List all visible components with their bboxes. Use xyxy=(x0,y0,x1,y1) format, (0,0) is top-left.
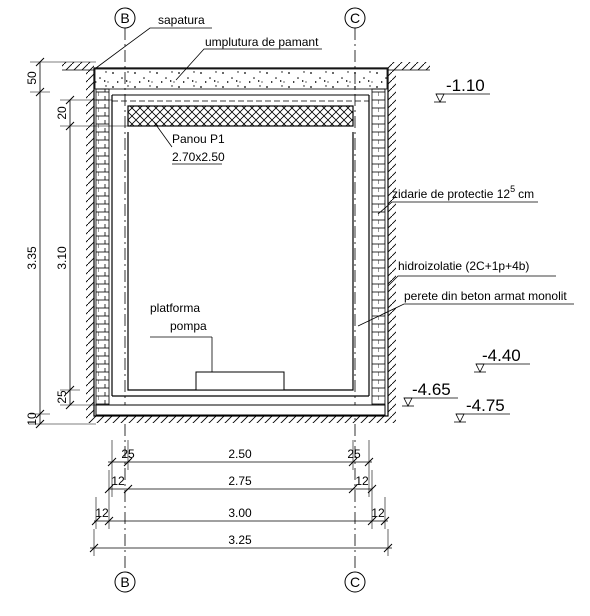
level-excavation: -4.75 xyxy=(454,396,510,423)
concrete-walls xyxy=(111,94,370,397)
leader-umplutura xyxy=(175,48,322,81)
label-panou-size: 2.70x2.50 xyxy=(172,150,225,164)
earth-fill-layer xyxy=(94,68,388,90)
level-excavation-value: -4.75 xyxy=(466,396,505,415)
label-umplutura: umplutura de pamant xyxy=(205,35,319,49)
hdim-row-3: 12 3.00 12 xyxy=(91,497,390,529)
vdim-inner-1: 20 xyxy=(55,106,69,120)
leader-hidroizolatie xyxy=(387,275,556,287)
label-hidroizolatie: hidroizolatie (2C+1p+4b) xyxy=(398,259,529,273)
leader-perete xyxy=(357,303,574,327)
level-slab-bottom: -4.65 xyxy=(402,380,458,407)
hdim-row-2: 12 2.75 12 xyxy=(104,470,377,497)
hdim-row1-left: 25 xyxy=(121,447,135,461)
axis-b-bottom-label: B xyxy=(120,574,129,590)
panel-p1 xyxy=(127,105,354,127)
level-slab-bottom-value: -4.65 xyxy=(412,380,451,399)
zidarie-main: zidarie de protectie 12 xyxy=(392,187,510,201)
axis-b: B B xyxy=(114,7,136,593)
hdim-row3-left: 12 xyxy=(95,506,109,520)
label-platforma-1: platforma xyxy=(150,301,200,315)
hdim-row2-right: 12 xyxy=(355,474,369,488)
bottom-slab xyxy=(95,404,386,416)
hdim-row2-mid: 2.75 xyxy=(228,474,252,488)
level-top: -1.10 xyxy=(434,76,490,103)
label-platforma-2: pompa xyxy=(170,319,207,333)
hdim-row-4: 3.25 xyxy=(89,529,393,556)
zidarie-unit: cm xyxy=(518,187,534,201)
label-perete: perete din beton armat monolit xyxy=(404,289,567,303)
hdim-row1-mid: 2.50 xyxy=(228,447,252,461)
label-panou-name: Panou P1 xyxy=(172,132,225,146)
hdim-row4-total: 3.25 xyxy=(228,533,252,547)
level-interior-floor: -4.40 xyxy=(474,346,530,373)
level-top-value: -1.10 xyxy=(446,76,485,95)
leader-zidarie xyxy=(377,201,538,215)
leader-panou xyxy=(153,121,173,148)
hdim-row1-right: 25 xyxy=(347,447,361,461)
vdim-inner-2: 3.10 xyxy=(55,246,69,270)
level-interior-floor-value: -4.40 xyxy=(482,346,521,365)
vertical-dims-inner: 20 3.10 25 xyxy=(55,95,128,410)
vdim-outer-2: 3.35 xyxy=(25,246,39,270)
axis-c-top-label: C xyxy=(350,10,360,26)
hdim-row-1: 25 2.50 25 xyxy=(107,440,374,470)
axis-c-bottom-label: C xyxy=(350,574,360,590)
vdim-outer-3: 10 xyxy=(25,412,39,426)
leader-sapatura xyxy=(95,27,212,69)
hdim-row2-left: 12 xyxy=(111,474,125,488)
excavation-outline xyxy=(93,67,389,417)
axis-b-top-label: B xyxy=(120,10,129,26)
zidarie-sup: 5 xyxy=(510,184,515,194)
label-sapatura: sapatura xyxy=(158,13,205,27)
vdim-outer-1: 50 xyxy=(25,71,39,85)
ground-hatch xyxy=(62,62,430,423)
brick-wall-right xyxy=(371,88,386,406)
vdim-inner-3: 25 xyxy=(55,390,69,404)
axis-c: C C xyxy=(344,7,366,593)
hdim-row3-mid: 3.00 xyxy=(228,506,252,520)
vertical-dims-outer: 50 3.35 10 xyxy=(25,57,96,429)
pump-platform xyxy=(195,371,285,391)
brick-wall-left xyxy=(95,88,110,406)
hdim-row3-right: 12 xyxy=(371,506,385,520)
